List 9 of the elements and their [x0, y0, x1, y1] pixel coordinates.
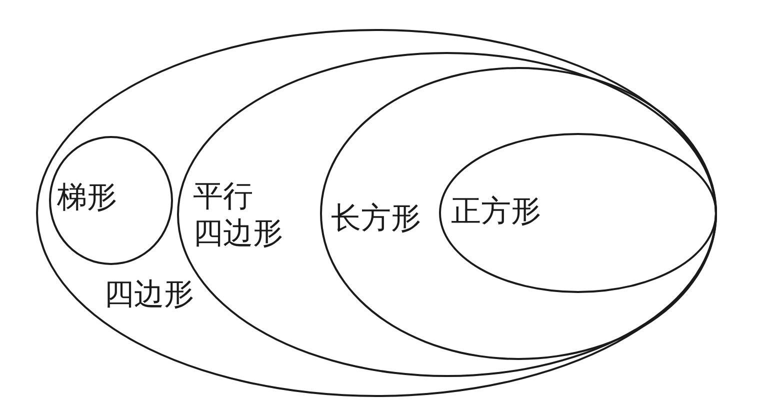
- set-label: 四边形: [104, 276, 194, 313]
- set-ellipse: [439, 133, 717, 293]
- set-circle: [49, 136, 173, 265]
- set-ellipse: [36, 29, 717, 397]
- set-label: 梯形: [57, 179, 117, 216]
- set-label: 平行四边形: [193, 178, 284, 252]
- set-label: 正方形: [451, 193, 541, 230]
- set-ellipse: [320, 67, 717, 360]
- set-label: 长方形: [331, 200, 421, 237]
